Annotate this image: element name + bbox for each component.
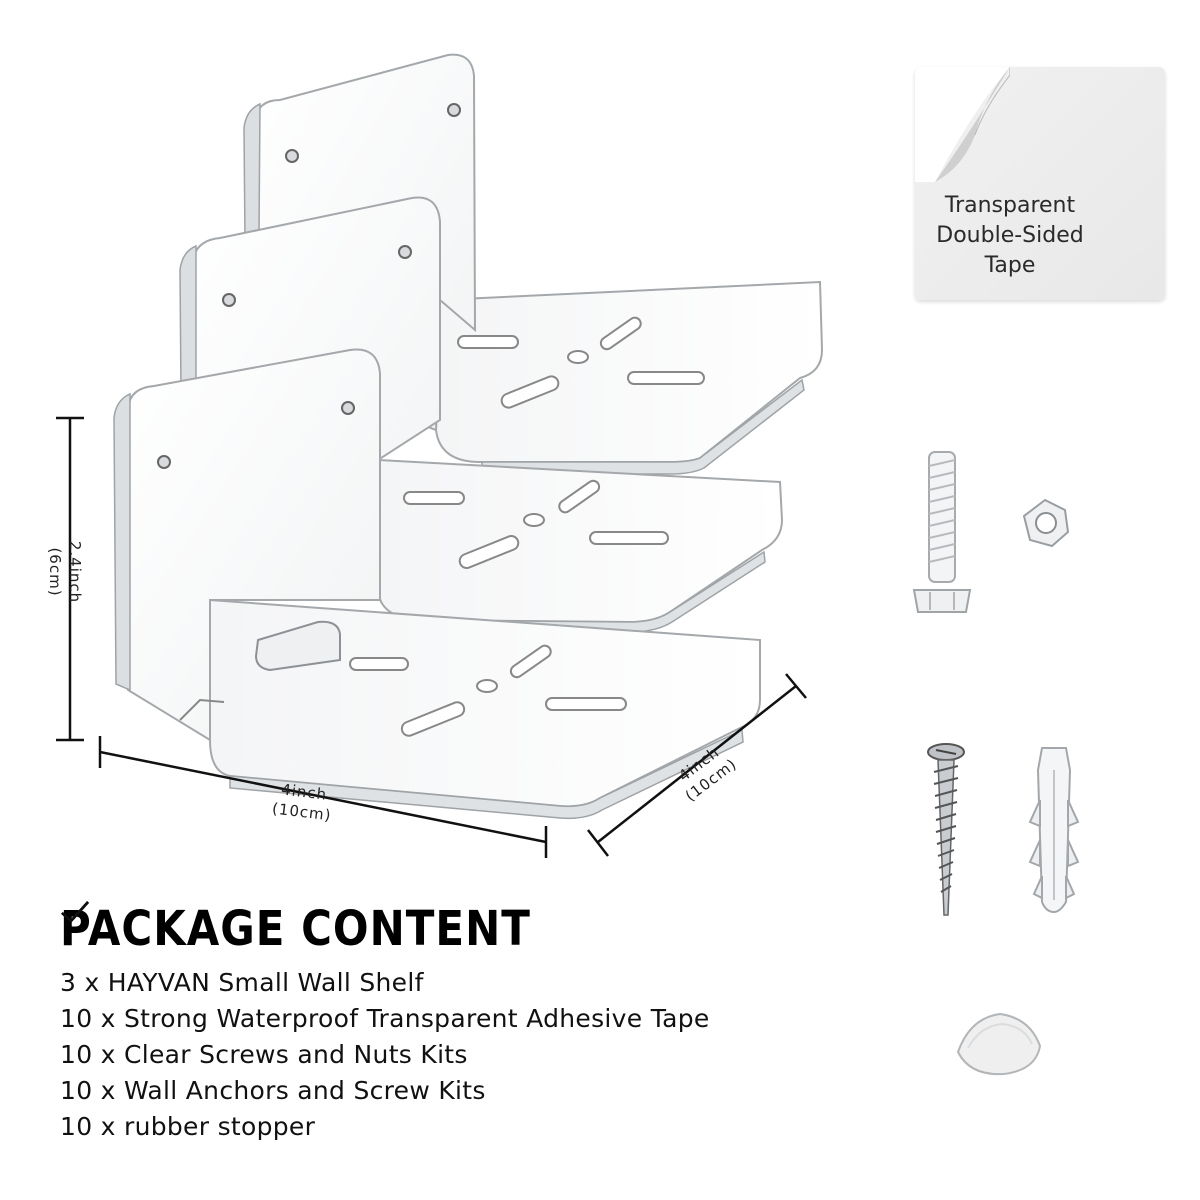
dimension-lines [56,416,807,858]
package-item-label: 10 x rubber stopper [60,1111,316,1141]
page-fold-icon [915,67,1010,182]
list-item: 10 x rubber stopper [60,901,880,1144]
height-label-cm: (6cm) [46,547,64,597]
wall-anchor-icon [1028,747,1080,914]
tape-card-line3: Tape [984,253,1036,278]
clear-bolt-icon [912,451,972,613]
package-item-label: 10 x Wall Anchors and Screw Kits [60,1075,486,1105]
shelves-illustration [56,53,824,858]
list-item: 10 x Strong Waterproof Transparent Adhes… [60,901,880,1036]
tape-card-line2: Double-Sided [936,223,1084,248]
package-list: 3 x HAYVAN Small Wall Shelf 10 x Strong … [60,901,880,1144]
package-item-label: 3 x HAYVAN Small Wall Shelf [60,967,424,997]
clear-nut-icon [1022,498,1070,548]
list-item: 10 x Clear Screws and Nuts Kits [60,901,880,1072]
height-label-in: 2.4inch [66,540,84,604]
package-item-label: 10 x Clear Screws and Nuts Kits [60,1039,468,1069]
rubber-stopper-icon [956,1012,1042,1076]
check-icon [61,901,89,923]
list-item: 10 x Wall Anchors and Screw Kits [60,901,880,1108]
tape-card-label: Transparent Double-Sided Tape [915,191,1105,281]
package-title: PACKAGE CONTENT [60,900,531,957]
metal-screw-icon [927,743,965,916]
package-content: PACKAGE CONTENT 3 x HAYVAN Small Wall Sh… [60,900,880,1144]
package-item-label: 10 x Strong Waterproof Transparent Adhes… [60,1003,710,1033]
height-dimension-label: 2.4inch (6cm) [45,507,85,637]
tape-card: Transparent Double-Sided Tape [915,67,1165,300]
shelf-front [113,348,761,820]
tape-card-line1: Transparent [944,193,1076,218]
list-item: 3 x HAYVAN Small Wall Shelf [60,901,880,1000]
